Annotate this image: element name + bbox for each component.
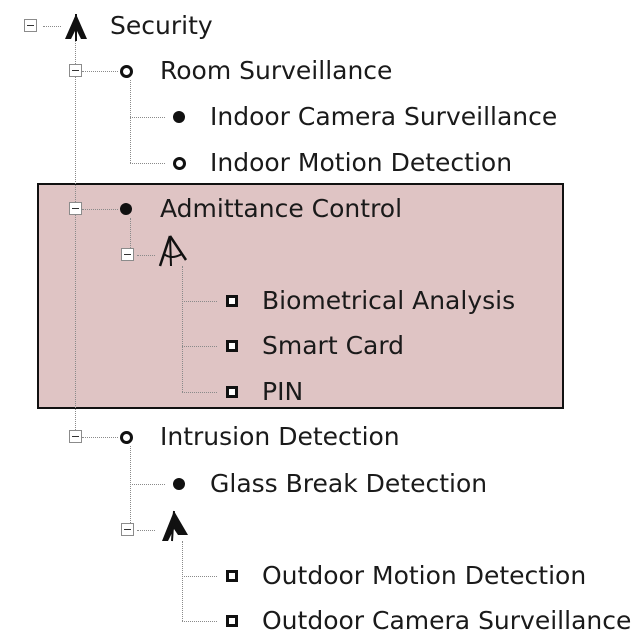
- tree-node-indoor-motion-detection[interactable]: Indoor Motion Detection: [210, 148, 513, 177]
- tree-connector: [137, 255, 155, 256]
- tree-node-glass-break-detection[interactable]: Glass Break Detection: [210, 469, 488, 498]
- tree-connector: [75, 34, 76, 438]
- collapse-toggle-or-group[interactable]: [121, 248, 134, 261]
- feature-dot-icon: [173, 111, 185, 123]
- or-gate-icon: [156, 234, 196, 274]
- tree-connector: [130, 117, 165, 118]
- tree-connector: [182, 266, 183, 392]
- feature-square-icon: [226, 570, 238, 582]
- tree-node-intrusion-detection[interactable]: Intrusion Detection: [160, 422, 400, 451]
- feature-ring-icon: [173, 157, 186, 170]
- tree-connector: [182, 346, 217, 347]
- tree-connector: [182, 576, 217, 577]
- tree-connector: [182, 301, 217, 302]
- feature-square-icon: [226, 340, 238, 352]
- tree-node-biometrical-analysis[interactable]: Biometrical Analysis: [262, 286, 516, 315]
- tree-connector: [130, 218, 131, 256]
- admittance-control-highlight: [37, 183, 564, 409]
- tree-connector: [43, 26, 61, 27]
- tree-connector: [182, 621, 217, 622]
- feature-square-icon: [226, 615, 238, 627]
- logic-gate-icon: [59, 12, 93, 48]
- collapse-toggle-intrusion-detection[interactable]: [69, 430, 82, 443]
- tree-node-outdoor-camera-surveillance[interactable]: Outdoor Camera Surveillance: [262, 606, 632, 635]
- tree-connector: [182, 392, 217, 393]
- tree-node-admittance-control[interactable]: Admittance Control: [160, 194, 403, 223]
- tree-node-room-surveillance[interactable]: Room Surveillance: [160, 56, 393, 85]
- feature-dot-icon: [120, 203, 132, 215]
- tree-connector: [82, 71, 118, 72]
- tree-connector: [130, 163, 165, 164]
- feature-ring-icon: [120, 65, 133, 78]
- and-gate-icon: [156, 509, 196, 549]
- tree-node-indoor-camera-surveillance[interactable]: Indoor Camera Surveillance: [210, 102, 558, 131]
- tree-connector: [130, 446, 131, 531]
- feature-dot-icon: [173, 478, 185, 490]
- collapse-toggle-admittance-control[interactable]: [69, 202, 82, 215]
- collapse-toggle-and-group[interactable]: [121, 523, 134, 536]
- tree-connector: [82, 437, 118, 438]
- tree-connector: [137, 530, 155, 531]
- feature-square-icon: [226, 386, 238, 398]
- collapse-toggle-security[interactable]: [24, 19, 37, 32]
- tree-node-smart-card[interactable]: Smart Card: [262, 331, 405, 360]
- feature-ring-icon: [120, 431, 133, 444]
- feature-square-icon: [226, 295, 238, 307]
- tree-connector: [130, 80, 131, 163]
- tree-node-outdoor-motion-detection[interactable]: Outdoor Motion Detection: [262, 561, 587, 590]
- tree-connector: [130, 484, 165, 485]
- collapse-toggle-room-surveillance[interactable]: [69, 64, 82, 77]
- tree-node-pin[interactable]: PIN: [262, 377, 304, 406]
- tree-connector: [182, 541, 183, 621]
- tree-node-security[interactable]: Security: [110, 11, 213, 40]
- tree-connector: [82, 209, 118, 210]
